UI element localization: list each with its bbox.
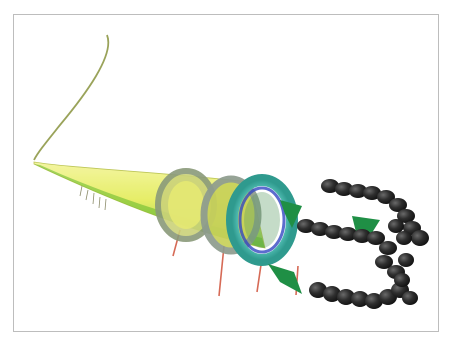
gripper-beads (297, 179, 429, 309)
tether-wire (34, 35, 108, 160)
